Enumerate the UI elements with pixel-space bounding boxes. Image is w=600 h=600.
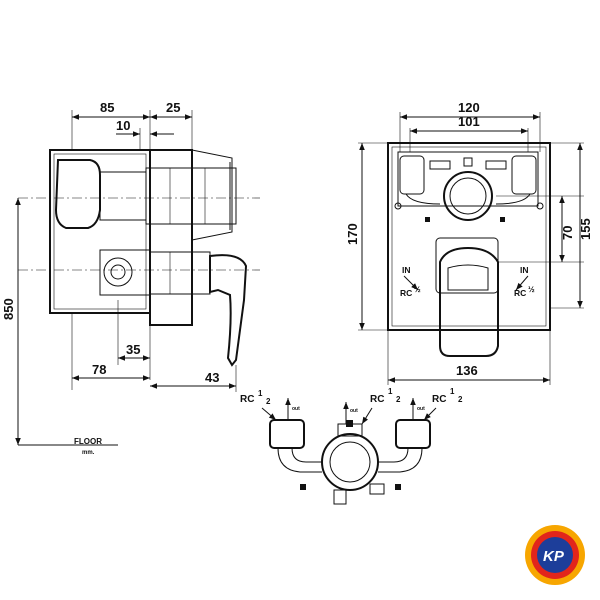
side-dim-78: 78 xyxy=(92,362,106,377)
front-dim-101: 101 xyxy=(458,114,480,129)
floor-unit: mm. xyxy=(82,450,95,456)
top-rc-label-3: RC xyxy=(432,394,446,405)
front-valve xyxy=(443,171,493,221)
front-dim-136: 136 xyxy=(456,363,478,378)
side-top-handle xyxy=(54,159,101,229)
front-dim-155: 155 xyxy=(578,218,593,240)
top-view: RC 1 2 RC 1 2 RC 1 2 out out out xyxy=(240,387,463,505)
front-dim-120: 120 xyxy=(458,100,480,115)
side-dim-85: 85 xyxy=(100,100,114,115)
side-dim-35: 35 xyxy=(126,342,140,357)
svg-text:½: ½ xyxy=(414,285,421,294)
front-plate xyxy=(387,142,551,331)
side-lever-handle xyxy=(209,254,248,367)
side-escutcheon xyxy=(149,149,193,326)
top-rc-label-1: RC xyxy=(240,394,254,405)
front-lever xyxy=(439,246,499,357)
logo-text: KP xyxy=(543,548,565,565)
top-out-1: out xyxy=(292,406,300,412)
side-dim-25: 25 xyxy=(166,100,180,115)
top-frac-num-2: 1 xyxy=(388,387,393,396)
top-frac-den-1: 2 xyxy=(266,397,271,406)
side-dim-850: 850 xyxy=(1,298,16,320)
side-view: 85 25 10 850 35 78 43 FLOOR mm. xyxy=(1,100,260,456)
top-frac-num-1: 1 xyxy=(258,389,263,398)
top-frac-den-3: 2 xyxy=(458,395,463,404)
kp-logo: KP xyxy=(525,525,585,585)
floor-label: FLOOR xyxy=(74,437,102,446)
svg-text:½: ½ xyxy=(528,285,535,294)
front-rc-left: RC xyxy=(400,288,412,298)
front-dim-70: 70 xyxy=(560,226,575,240)
side-dim-10: 10 xyxy=(116,118,130,133)
front-in-right: IN xyxy=(520,265,529,275)
front-rc-right: RC xyxy=(514,288,526,298)
front-dim-170: 170 xyxy=(345,223,360,245)
front-in-left: IN xyxy=(402,265,411,275)
top-rc-label-2: RC xyxy=(370,394,384,405)
top-out-3: out xyxy=(417,406,425,412)
side-dim-43: 43 xyxy=(205,370,219,385)
top-frac-num-3: 1 xyxy=(450,387,455,396)
top-frac-den-2: 2 xyxy=(396,395,401,404)
top-out-2: out xyxy=(350,408,358,414)
top-valve xyxy=(321,433,379,491)
front-view: IN IN RC ½ RC ½ 120 101 170 70 155 136 xyxy=(345,100,593,385)
